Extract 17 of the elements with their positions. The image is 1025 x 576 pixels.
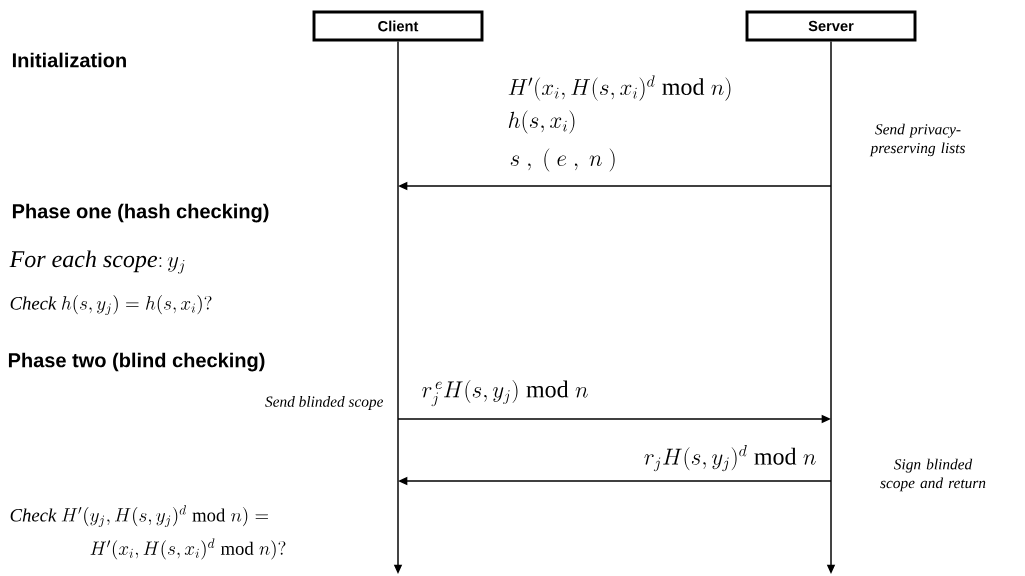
note-text: Send privacy-preserving lists (869, 123, 965, 157)
note-text: Sign blinded scope and return (880, 458, 986, 492)
edge-label: $r_j^{\,e} H(s,y_j) \bmod n$ (420, 378, 590, 408)
edge-label: $r_j H(s,y_j)^d \bmod n$ (642, 443, 818, 473)
participant-box: Server (745, 10, 917, 42)
section-heading: Initialization (12, 52, 126, 68)
step-formula: $H'(x_i, H(s,x_i)^d \bmod n)?$ (90, 538, 286, 560)
step-formula: $\textit{Check}\ H'(y_j, H(s,y_j)^d \bmod n) =$ (10, 505, 269, 527)
note-text: Send blinded scope (265, 396, 384, 410)
message-formula: $H'(x_i, H(s,x_i)^d \bmod n)$ (508, 75, 731, 101)
section-heading: Phase one (hash checking) (12, 203, 269, 223)
step-formula: $\textit{For each scope}\colon y_j$ (9, 250, 185, 274)
edge-label: $s\ ,\ (\ e\ ,\ n\ )$ (508, 147, 618, 173)
message-formula: $h(s,x_i)$ (508, 110, 575, 134)
step-formula: $\textit{Check}\ h(s,y_j) = h(s,x_i)?$ (10, 295, 212, 316)
section-heading: Phase two (blind checking) (8, 352, 265, 372)
participant-box: Client (312, 10, 484, 42)
